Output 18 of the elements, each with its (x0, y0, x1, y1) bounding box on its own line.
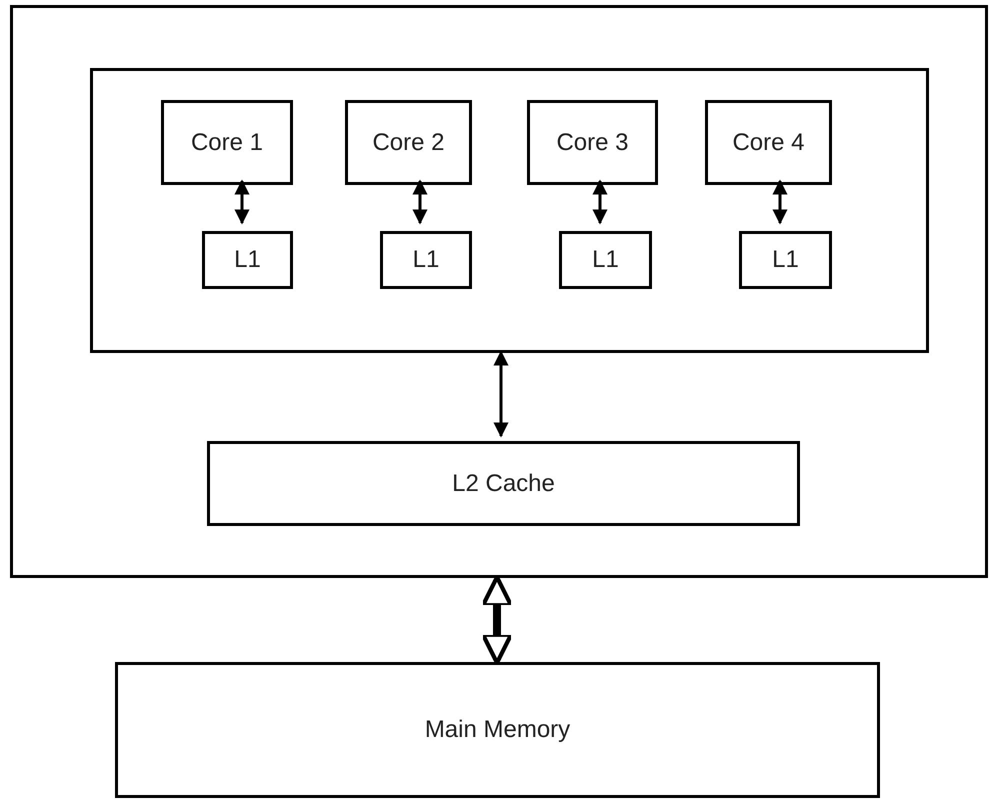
memory-box: Main Memory (115, 662, 880, 798)
component-box: L1 (202, 231, 293, 289)
component-box: Core 1 (161, 100, 293, 185)
arrow (494, 350, 508, 438)
component-box: L1 (739, 231, 832, 289)
container-box (10, 5, 988, 578)
component-box: Core 4 (705, 100, 832, 185)
container-box (90, 68, 929, 353)
arrow (592, 180, 608, 224)
double-arrow (480, 575, 514, 665)
arrow (412, 180, 428, 224)
arrow (772, 180, 788, 224)
component-box: Core 3 (527, 100, 658, 185)
component-box: L2 Cache (207, 441, 800, 526)
component-box: L1 (380, 231, 472, 289)
component-box: L1 (559, 231, 652, 289)
component-box: Core 2 (345, 100, 472, 185)
arrow (234, 180, 250, 224)
